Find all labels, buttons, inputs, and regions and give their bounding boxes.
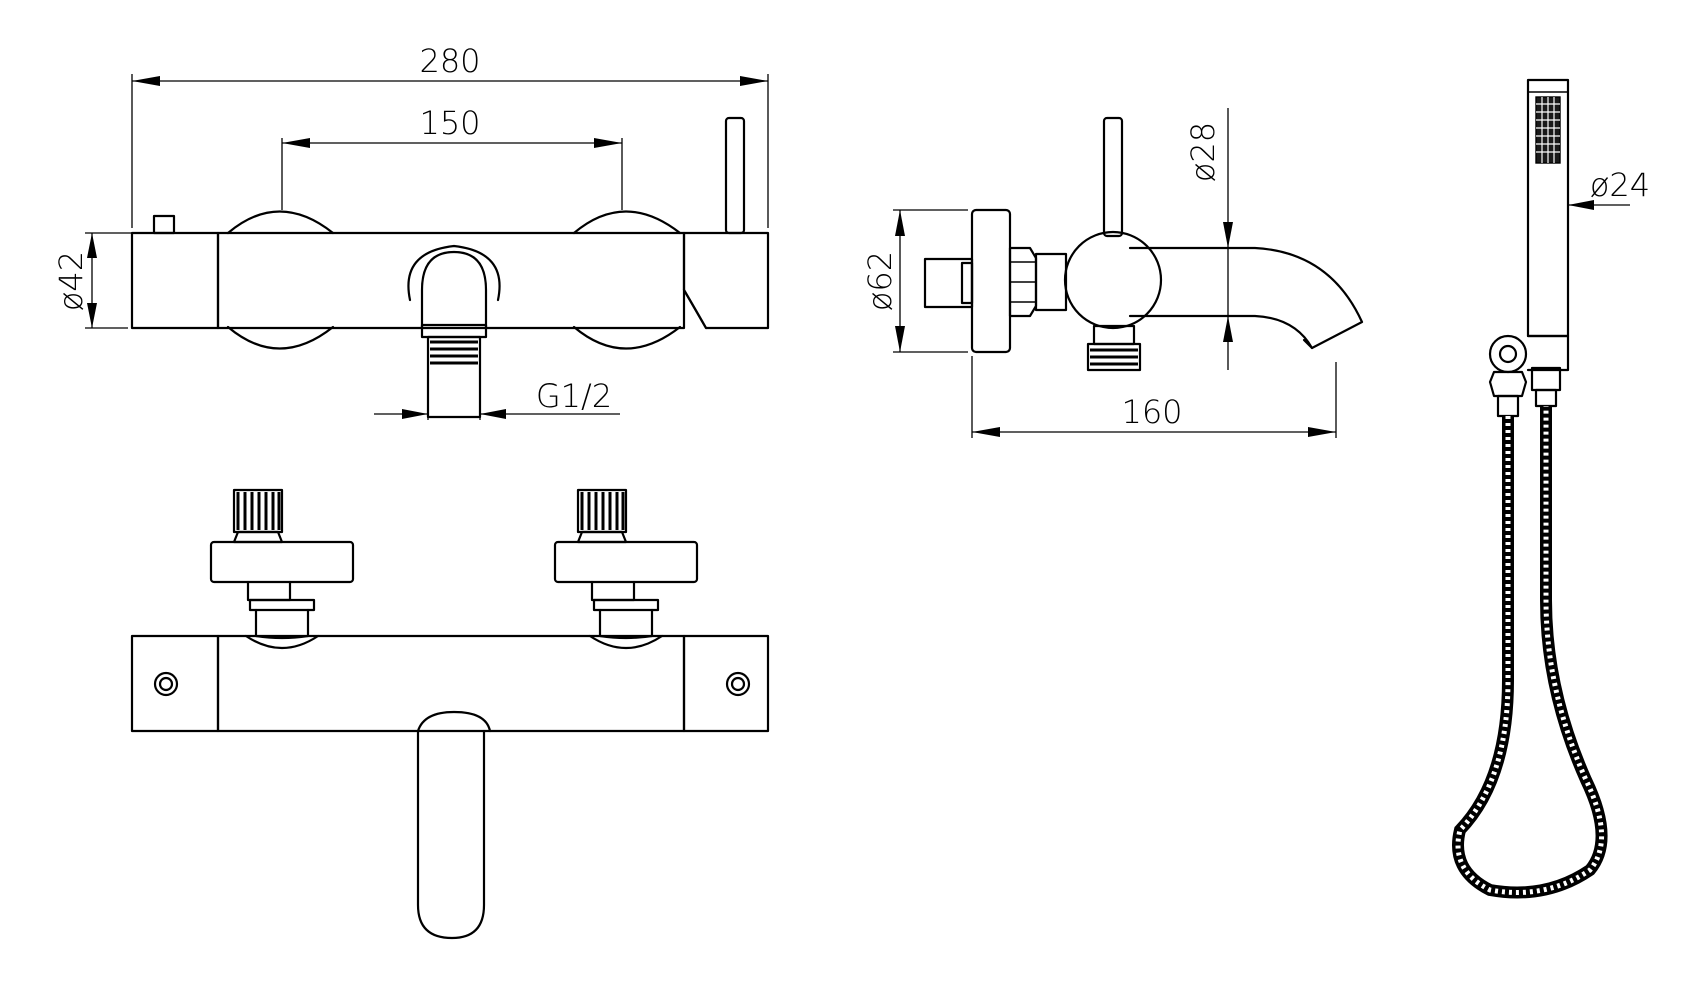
label-thread: G1/2 (536, 377, 612, 415)
hose (1452, 406, 1608, 899)
dimension-ø28 (1200, 108, 1240, 370)
label-inlet-spacing: 150 (419, 104, 480, 142)
front-view (130, 116, 770, 419)
dimension-ø62 (893, 209, 968, 353)
dimension-ø24 (1568, 200, 1630, 210)
hand-shower (1452, 78, 1608, 899)
dimension-g12 (374, 370, 620, 420)
top-view (130, 488, 770, 940)
label-width-total: 280 (419, 42, 480, 80)
side-outlet-thread (1090, 348, 1138, 366)
label-body-diameter: ø42 (52, 251, 90, 311)
label-handshower-diameter: ø24 (1590, 166, 1650, 204)
side-view (923, 116, 1364, 372)
dimension-160 (971, 356, 1337, 438)
label-spout-diameter: ø28 (1184, 122, 1222, 182)
dimension-150 (281, 138, 623, 210)
outlet-thread (430, 340, 478, 365)
label-rosette-diameter: ø62 (861, 251, 899, 311)
dimension-280 (131, 74, 769, 228)
label-spout-reach: 160 (1121, 393, 1182, 431)
dimension-ø42 (85, 232, 150, 329)
